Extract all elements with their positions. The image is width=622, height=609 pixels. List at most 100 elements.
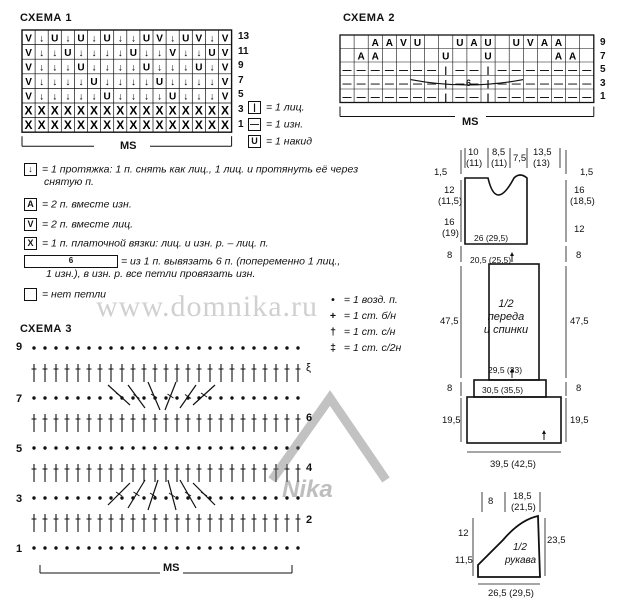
stitch-symbol: X [38, 103, 46, 117]
stitch-symbol: U [414, 38, 421, 49]
double-crochet-icon: † [330, 326, 336, 338]
chain-stitch [285, 546, 289, 550]
chain-stitch [32, 396, 36, 400]
chain-stitch [76, 346, 80, 350]
stitch-symbol: X [64, 118, 72, 132]
dim-right: (18,5) [570, 196, 595, 207]
stitch-symbol: — [343, 78, 352, 88]
treble-stitch [133, 394, 140, 399]
stitch-symbol: — [512, 78, 521, 88]
stitch-symbol: U [182, 33, 189, 44]
legend-text: = 1 возд. п. [343, 294, 398, 306]
stitch-symbol: ↓ [157, 92, 162, 103]
stitch-symbol: ↓ [209, 77, 214, 88]
stitch-symbol: — [568, 78, 577, 88]
chain-stitch [164, 446, 168, 450]
stitch-symbol: ↓ [65, 63, 70, 74]
stitch-symbol: A [372, 38, 379, 49]
legend-text: = 2 п. вместе лиц. [42, 217, 134, 230]
sleeve-outline [477, 514, 541, 578]
chain-stitch [87, 396, 91, 400]
stitch-symbol: V [527, 38, 534, 49]
chain-stitch [98, 346, 102, 350]
chain-stitch [142, 496, 146, 500]
stitch-symbol: — [399, 65, 408, 75]
stitch-symbol: U [77, 63, 84, 74]
stitch-symbol: U [169, 92, 176, 103]
stitch-symbol: ↓ [196, 77, 201, 88]
stitch-symbol: ↓ [183, 92, 188, 103]
stitch-symbol: ↓ [52, 63, 57, 74]
chain-stitch [164, 346, 168, 350]
chain-stitch [274, 446, 278, 450]
stitch-symbol: V [25, 33, 32, 44]
chain-stitch [65, 496, 69, 500]
stitch-symbol: — [540, 92, 549, 102]
treble-stitch [167, 393, 174, 399]
chain-stitch [153, 346, 157, 350]
increase-six-icon: 6 [24, 255, 118, 269]
dim-left: (11,5) [438, 196, 463, 207]
row-number: 1 [600, 91, 606, 102]
dim-top-4: 13,5 [533, 147, 552, 158]
chain-stitch [175, 496, 179, 500]
stitch-symbol: X [156, 118, 164, 132]
stitch-symbol: — [469, 65, 478, 75]
garter-stitch-icon: X [24, 236, 37, 250]
stitch-symbol: V [196, 33, 203, 44]
scheme2-row-numbers: 9 7 5 3 1 [600, 36, 606, 104]
chain-stitch [186, 546, 190, 550]
scheme2-center-label: 6 [466, 78, 472, 88]
stitch-symbol: ↓ [52, 48, 57, 59]
stitch-symbol: — [455, 78, 464, 88]
stitch-symbol: X [195, 118, 203, 132]
chain-stitch [43, 346, 47, 350]
stitch-symbol: — [526, 78, 535, 88]
chain-stitch [241, 346, 245, 350]
chain-stitch [230, 496, 234, 500]
row-number: 3 [238, 103, 244, 115]
treble-stitch [133, 491, 140, 497]
stitch-symbol: X [116, 103, 124, 117]
stitch-symbol: ↓ [39, 77, 44, 88]
chain-stitch [230, 446, 234, 450]
chain-stitch [285, 396, 289, 400]
stitch-symbol: X [38, 118, 46, 132]
dim-top-2: 8,5 [492, 147, 506, 158]
stitch-symbol: — [413, 65, 422, 75]
body-top-outline [464, 174, 528, 245]
stitch-symbol: X [208, 103, 216, 117]
chain-stitch [197, 496, 201, 500]
chain-stitch [175, 396, 179, 400]
chain-stitch [274, 346, 278, 350]
stitch-symbol: ↓ [65, 77, 70, 88]
stitch-symbol: X [221, 118, 229, 132]
stitch-symbol: A [555, 51, 562, 62]
row-number: 1 [238, 118, 244, 130]
stitch-symbol: ↓ [52, 77, 57, 88]
stitch-symbol: X [90, 118, 98, 132]
stitch-symbol: ↓ [78, 92, 83, 103]
scheme2-ms: MS [462, 116, 479, 128]
chain-stitch [131, 396, 135, 400]
chain-stitch [120, 546, 124, 550]
chain-stitch [230, 546, 234, 550]
dim-inner: 29,5 (33) [488, 365, 523, 375]
chain-stitch [131, 446, 135, 450]
chain-stitch [87, 496, 91, 500]
stitch-symbol: | [444, 78, 447, 88]
chain-stitch [87, 346, 91, 350]
dim-top-1b: (11) [466, 158, 483, 169]
stitch-symbol: ↓ [144, 77, 149, 88]
chain-stitch [98, 546, 102, 550]
chain-stitch [296, 496, 300, 500]
chain-stitch [296, 346, 300, 350]
increase-arc [410, 78, 524, 86]
chain-stitch [296, 446, 300, 450]
stitch-symbol: U [156, 77, 163, 88]
stitch-symbol: U [143, 33, 150, 44]
row-number: 3 [600, 77, 606, 89]
scheme3-mark: ξ [306, 362, 311, 374]
stitch-symbol: A [358, 51, 365, 62]
stitch-symbol: — [582, 65, 591, 75]
